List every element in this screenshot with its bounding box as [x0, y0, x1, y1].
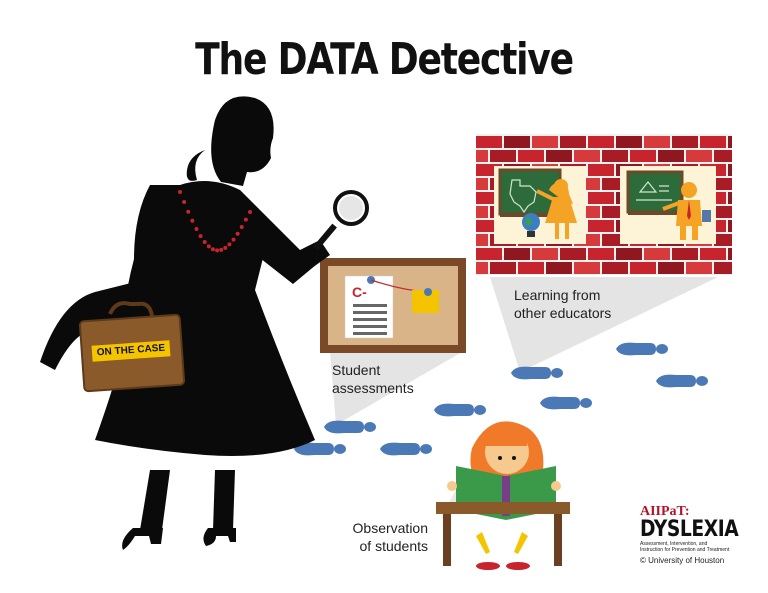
desk [436, 502, 570, 514]
necklace [178, 190, 252, 253]
corkboard: C- [320, 258, 466, 353]
sticky-note [412, 290, 439, 313]
label-learning-from-educators: Learning from other educators [514, 286, 611, 322]
label-line: Learning from [514, 287, 601, 303]
aiipat-logo: AIIPaT: DYSLEXIA Assessment, Interventio… [640, 504, 750, 566]
footprints [294, 342, 708, 456]
copyright: © University of Houston [640, 556, 725, 565]
teacher-woman-figure [536, 179, 577, 239]
beam-assess [330, 352, 462, 425]
teacher-man-figure [662, 182, 711, 240]
brick-wall-panel [476, 134, 732, 275]
texas-map-icon [509, 179, 537, 214]
label-student-assessments: Student assessments [332, 361, 414, 397]
logo-subtitle: Assessment, Intervention, and Instructio… [640, 541, 730, 553]
label-line: of students [359, 538, 429, 554]
beam-learning [490, 277, 718, 372]
detective-silhouette [40, 96, 330, 550]
magnifying-glass-icon [313, 190, 369, 251]
label-line: other educators [514, 305, 612, 321]
calculator-icon [702, 210, 711, 222]
label-line: assessments [332, 380, 414, 396]
grade-mark: C- [352, 284, 367, 300]
logo-top: AIIPaT: [640, 504, 690, 519]
page-title: The DATA Detective [195, 34, 574, 85]
logo-main: DYSLEXIA [640, 517, 739, 542]
label-line: Student [332, 362, 381, 378]
label-observation-of-students: Observation of students [344, 519, 428, 555]
girl-reading-figure [436, 421, 570, 570]
label-line: Observation [352, 520, 428, 536]
pushpin-icon [424, 288, 432, 296]
